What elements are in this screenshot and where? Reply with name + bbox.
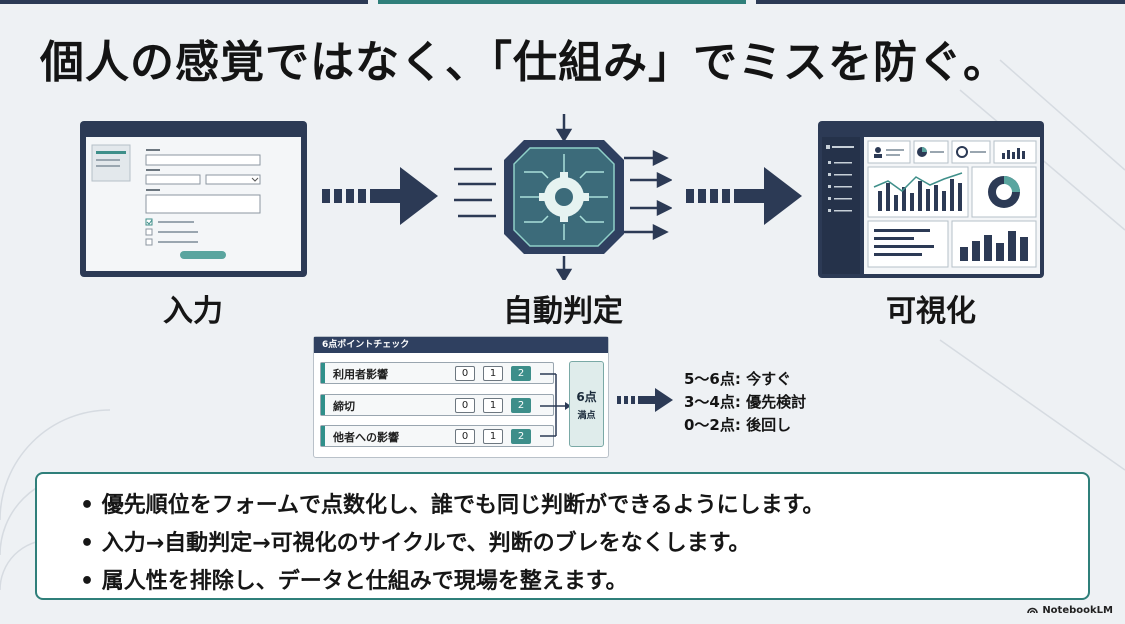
result-arrow [617, 388, 673, 412]
dashboard-charts-icon [822, 137, 1040, 274]
form-fields-icon [91, 144, 261, 259]
total-score-box: 6点 満点 [569, 361, 604, 447]
top-accent-bar [378, 0, 746, 4]
score-option[interactable]: 1 [483, 429, 503, 444]
criterion-row: 他者への影響 0 1 2 [320, 425, 554, 447]
summary-box [35, 472, 1090, 600]
brand-name: NotebookLM [1042, 605, 1113, 616]
score-option[interactable]: 0 [455, 366, 475, 381]
criterion-label: 他者への影響 [333, 431, 399, 444]
result-rule: 0〜2点: 後回し [684, 416, 792, 434]
score-option[interactable]: 0 [455, 398, 475, 413]
notebooklm-logo-icon [1027, 607, 1039, 613]
top-accent-bar [756, 0, 1125, 4]
sum-bracket [540, 373, 571, 437]
total-score-value: 6点 [576, 390, 597, 404]
stage-label-input: 入力 [163, 294, 223, 329]
score-option[interactable]: 0 [455, 429, 475, 444]
flow-arrow [686, 167, 802, 225]
score-option-selected[interactable]: 2 [511, 429, 531, 444]
checklist-header: 6点ポイントチェック [314, 337, 608, 353]
result-rule: 5〜6点: 今すぐ [684, 370, 792, 388]
criterion-row: 締切 0 1 2 [320, 394, 554, 416]
total-score-caption: 満点 [577, 411, 596, 421]
auto-judge-chip-icon [454, 114, 672, 280]
summary-bullet: • 属人性を排除し、データと仕組みで現場を整えます。 [80, 569, 628, 594]
summary-bullet: • 優先順位をフォームで点数化し、誰でも同じ判断ができるようにします。 [80, 493, 825, 518]
criterion-label: 締切 [333, 400, 355, 413]
result-rule: 3〜4点: 優先検討 [684, 393, 807, 411]
score-option-selected[interactable]: 2 [511, 398, 531, 413]
criterion-label: 利用者影響 [333, 368, 388, 381]
stage-label-judge: 自動判定 [503, 294, 623, 329]
criterion-row: 利用者影響 0 1 2 [320, 362, 554, 384]
summary-bullet: • 入力→自動判定→可視化のサイクルで、判断のブレをなくします。 [80, 531, 751, 556]
score-option-selected[interactable]: 2 [511, 366, 531, 381]
stage-label-visualize: 可視化 [886, 294, 976, 329]
flow-arrow [322, 167, 438, 225]
brand-watermark: NotebookLM [1027, 605, 1113, 616]
page-title: 個人の感覚ではなく、「仕組み」でミスを防ぐ。 [40, 37, 1008, 88]
top-accent-bar [0, 0, 368, 4]
score-option[interactable]: 1 [483, 398, 503, 413]
score-option[interactable]: 1 [483, 366, 503, 381]
